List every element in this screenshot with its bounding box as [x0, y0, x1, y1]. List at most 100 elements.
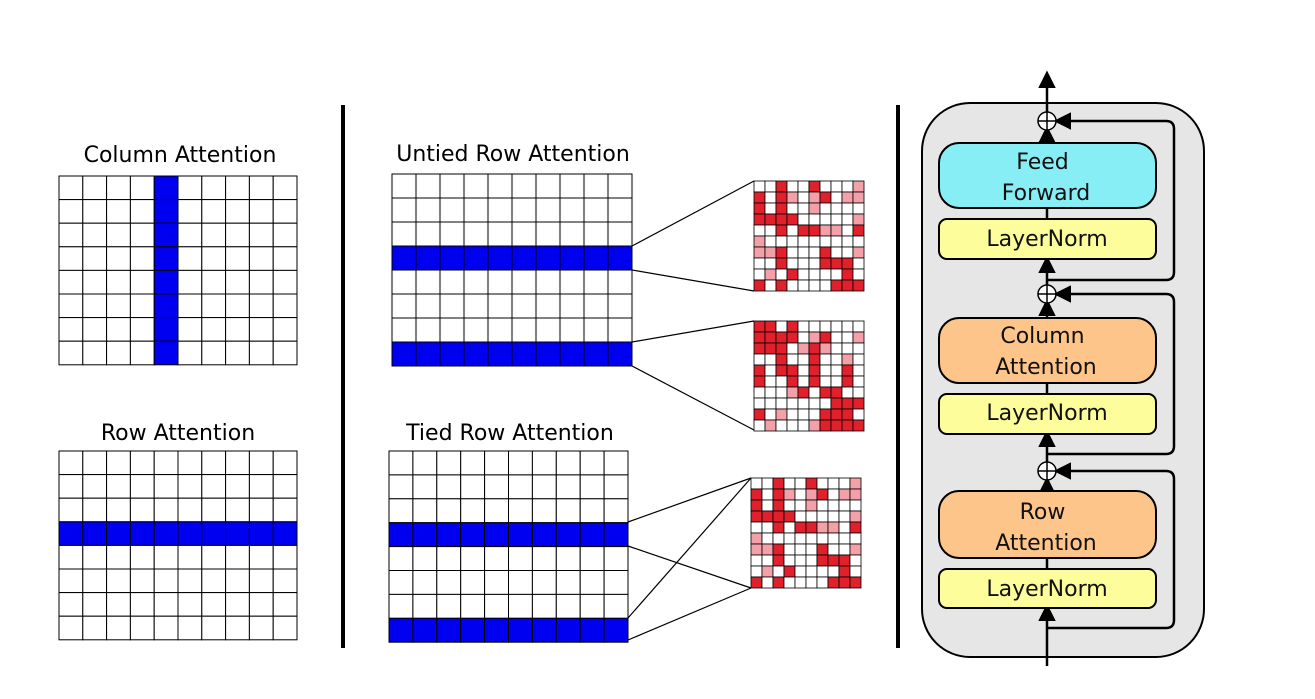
- grid-cell: [463, 269, 489, 295]
- grid-cell: [487, 197, 513, 223]
- attention-map-cell: [761, 576, 774, 589]
- grid-cell: [153, 592, 179, 617]
- grid-cell: [511, 173, 537, 199]
- attention-map-cell: [761, 543, 774, 556]
- attention-map-cell: [797, 386, 810, 399]
- attention-map-cell: [783, 543, 796, 556]
- grid-cell: [225, 175, 250, 201]
- grid-cell: [58, 450, 84, 476]
- grid-cell: [177, 340, 203, 366]
- grid-cell: [559, 317, 585, 343]
- grid-cell: [415, 197, 441, 223]
- highlighted-cell: [391, 245, 417, 271]
- grid-cell: [248, 175, 274, 201]
- attention-map-cell: [838, 554, 851, 567]
- grid-cell: [607, 197, 633, 223]
- highlighted-cell: [415, 341, 441, 367]
- grid-cell: [82, 497, 108, 523]
- attention-map-cell: [819, 353, 832, 366]
- grid-cell: [58, 175, 84, 201]
- grid-cell: [82, 340, 108, 366]
- attention-map-cell: [764, 202, 777, 215]
- grid-cell: [436, 546, 462, 571]
- attention-map-cell: [786, 408, 799, 421]
- grid-cell: [460, 546, 486, 571]
- grid-cell: [129, 474, 155, 499]
- grid-cell: [607, 269, 633, 295]
- grid-cell: [535, 317, 561, 343]
- attention-map-cell: [827, 521, 840, 534]
- grid-cell: [391, 173, 417, 199]
- attention-map-cell: [816, 488, 829, 501]
- attention-map-cell: [827, 554, 840, 567]
- attention-map-cell: [797, 257, 810, 270]
- attention-map-cell: [819, 279, 832, 292]
- attention-map-cell: [797, 320, 810, 333]
- attention-map-cell: [841, 331, 854, 344]
- grid-cell: [201, 592, 227, 617]
- grid-cell: [388, 498, 414, 524]
- highlighted-cell: [531, 522, 557, 548]
- attention-map-cell: [808, 224, 821, 237]
- attention-map-cell: [775, 224, 788, 237]
- attention-map-cell: [808, 353, 821, 366]
- grid-cell: [177, 544, 203, 570]
- grid-cell: [58, 222, 84, 248]
- attention-map-cell: [805, 532, 818, 545]
- attention-map-cell: [753, 353, 766, 366]
- attention-map-cell: [819, 331, 832, 344]
- attention-map-cell: [805, 521, 818, 534]
- grid-cell: [248, 317, 274, 342]
- highlighted-cell: [487, 341, 513, 367]
- attention-map-cell: [786, 191, 799, 204]
- attention-map-cell: [753, 386, 766, 399]
- grid-cell: [201, 175, 227, 201]
- attention-map-cell: [794, 488, 807, 501]
- attention-map-cell: [808, 364, 821, 377]
- grid-cell: [460, 498, 486, 524]
- attention-map-cell: [775, 268, 788, 281]
- attention-map-cell: [852, 331, 865, 344]
- attention-map-cell: [753, 320, 766, 333]
- grid-cell: [82, 317, 108, 342]
- attention-map-cell: [761, 510, 774, 523]
- grid-cell: [460, 474, 486, 500]
- highlighted-cell: [153, 269, 179, 295]
- grid-cell: [272, 340, 298, 366]
- attention-map-cell: [849, 565, 862, 578]
- grid-cell: [555, 498, 581, 524]
- grid-cell: [487, 293, 513, 319]
- attention-map-cell: [797, 364, 810, 377]
- attention-map-cell: [852, 419, 865, 432]
- tied-row-attention-grid: [388, 450, 629, 643]
- grid-cell: [583, 293, 609, 319]
- grid-cell: [555, 593, 581, 619]
- highlighted-cell: [388, 617, 414, 643]
- highlighted-cell: [463, 341, 489, 367]
- grid-cell: [579, 474, 605, 500]
- attention-map-cell: [849, 543, 862, 556]
- attention-map-untied-1: [753, 180, 865, 292]
- grid-cell: [58, 340, 84, 366]
- attention-map-cell: [841, 191, 854, 204]
- attention-map-cell: [775, 213, 788, 226]
- attention-map-cell: [761, 565, 774, 578]
- grid-cell: [129, 568, 155, 594]
- grid-cell: [201, 293, 227, 319]
- grid-cell: [58, 246, 84, 271]
- attention-map-cell: [808, 279, 821, 292]
- highlighted-cell: [555, 522, 581, 548]
- grid-cell: [58, 199, 84, 224]
- attention-map-cell: [764, 191, 777, 204]
- attention-map-cell: [772, 565, 785, 578]
- highlighted-cell: [607, 341, 633, 367]
- attention-map-cell: [797, 342, 810, 355]
- attention-map-cell: [794, 477, 807, 490]
- attention-map-cell: [819, 246, 832, 259]
- grid-cell: [508, 474, 533, 500]
- attention-map-cell: [797, 180, 810, 193]
- attention-map-cell: [808, 180, 821, 193]
- attention-map-cell: [830, 331, 843, 344]
- highlighted-cell: [508, 617, 533, 643]
- grid-cell: [106, 568, 131, 594]
